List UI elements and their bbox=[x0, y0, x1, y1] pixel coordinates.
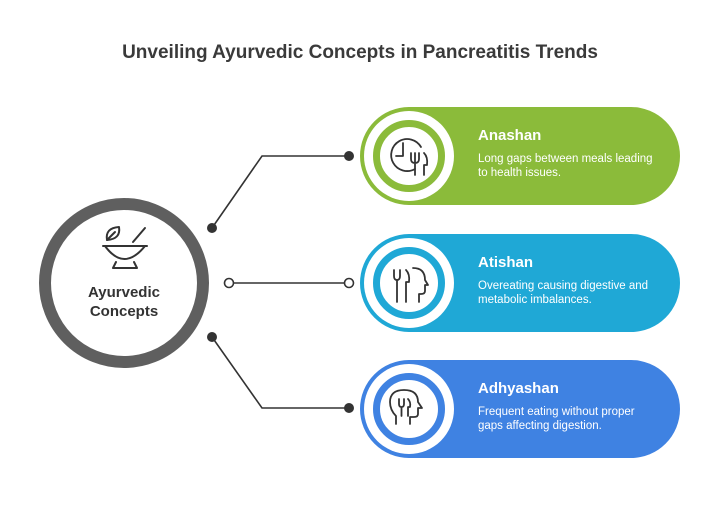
utensils-face-icon bbox=[373, 247, 445, 319]
concept-pill-adhyashan: Adhyashan Frequent eating without proper… bbox=[360, 360, 680, 458]
mortar-pestle-icon bbox=[102, 226, 148, 269]
connector-adhyashan bbox=[211, 336, 348, 409]
concept-pill-anashan: Anashan Long gaps between meals leading … bbox=[360, 107, 680, 205]
pill-desc-atishan: Overeating causing digestive and metabol… bbox=[478, 280, 649, 306]
pill-title-anashan: Anashan bbox=[478, 127, 542, 144]
connector-dots bbox=[207, 151, 355, 413]
hub-label: Ayurvedic Concepts bbox=[88, 284, 160, 320]
pill-title-adhyashan: Adhyashan bbox=[478, 380, 559, 397]
dot-hub-mid bbox=[223, 277, 235, 289]
clock-utensils-icon bbox=[373, 120, 445, 192]
pill-desc-adhyashan: Frequent eating without proper gaps affe… bbox=[478, 406, 635, 432]
dot-adhyashan bbox=[344, 403, 354, 413]
dot-hub-top bbox=[207, 223, 217, 233]
dot-hub-bottom bbox=[207, 332, 217, 342]
pill-desc-anashan: Long gaps between meals leading to healt… bbox=[478, 153, 653, 179]
dot-atishan bbox=[343, 277, 355, 289]
concept-pill-atishan: Atishan Overeating causing digestive and… bbox=[360, 234, 680, 332]
diagram-title: Unveiling Ayurvedic Concepts in Pancreat… bbox=[122, 42, 598, 63]
hub-ring bbox=[39, 198, 209, 368]
dot-anashan bbox=[344, 151, 354, 161]
pill-title-atishan: Atishan bbox=[478, 254, 534, 271]
connectors bbox=[211, 155, 348, 409]
connector-anashan bbox=[211, 155, 348, 229]
head-utensils-icon bbox=[373, 373, 445, 445]
